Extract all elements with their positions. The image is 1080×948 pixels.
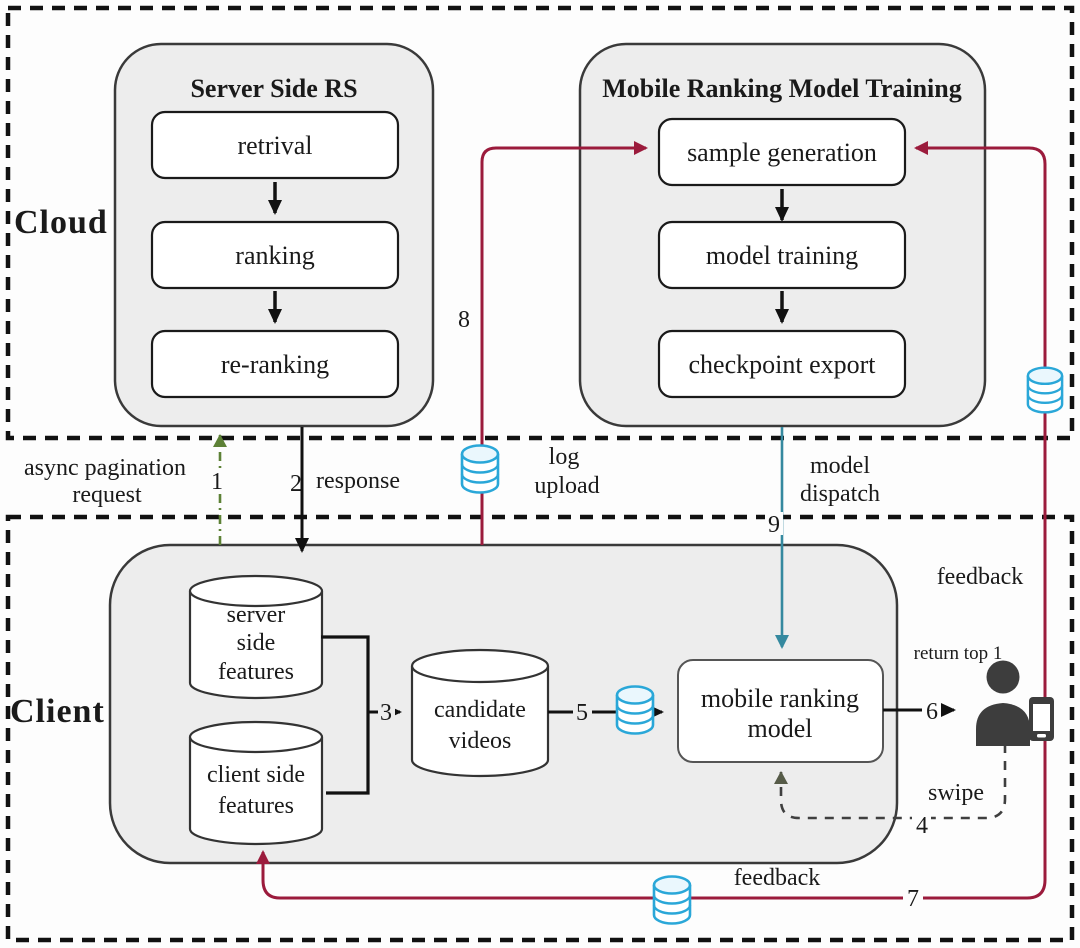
user-icon (976, 660, 1030, 746)
feedback-right-label: feedback (937, 564, 1024, 590)
client-side-features-cylinder: client side features (188, 720, 324, 846)
step-sample-generation-label: sample generation (687, 138, 877, 167)
edge-1-label-line2: request (72, 482, 142, 508)
edge-4-line (774, 744, 1007, 820)
edge-2-number: 2 (290, 471, 302, 497)
swipe-label: swipe (928, 780, 984, 806)
server-side-features-cylinder: server side features (188, 574, 324, 700)
edge-1-number: 1 (211, 469, 223, 495)
database-icon-log-upload (460, 444, 500, 494)
candidate-videos-line2: videos (449, 728, 512, 754)
phone-icon (1029, 697, 1054, 741)
edge-3-number: 3 (380, 700, 392, 726)
edge-5-number: 5 (576, 700, 588, 726)
server-side-features-line3: features (218, 659, 294, 685)
edge-2-label: response (316, 468, 400, 494)
mobile-ranking-model-line2: model (748, 714, 813, 743)
database-icon-feedback-bottom (652, 875, 692, 925)
step-ranking-label: ranking (235, 241, 314, 270)
server-side-features-line1: server (227, 602, 286, 628)
database-icon-feedback-right (1026, 366, 1064, 414)
step-retrival-label: retrival (237, 131, 312, 160)
server-side-features-line2: side (237, 630, 276, 656)
log-upload-label-line1: log (549, 444, 580, 470)
client-side-features-line1: client side (207, 762, 305, 788)
mobile-training-title: Mobile Ranking Model Training (602, 74, 961, 103)
database-icon-model-store (615, 685, 655, 735)
model-dispatch-label-line2: dispatch (800, 481, 880, 507)
edge-7-number: 7 (907, 886, 919, 912)
server-side-rs-box: Server Side RS retrival ranking re-ranki… (113, 42, 435, 428)
model-dispatch-label-line1: model (810, 453, 870, 479)
candidate-videos-line1: candidate (434, 697, 526, 723)
log-upload-label-line2: upload (534, 473, 599, 499)
mobile-ranking-model-training-box: Mobile Ranking Model Training sample gen… (578, 42, 987, 428)
step-model-training-label: model training (706, 241, 858, 270)
candidate-videos-cylinder: candidate videos (410, 648, 550, 778)
mobile-ranking-model-line1: mobile ranking (701, 684, 859, 713)
cloud-region-label: Cloud (14, 204, 108, 241)
feedback-loop-line (256, 141, 1047, 900)
mobile-ranking-model-box: mobile ranking model (677, 659, 884, 763)
step-checkpoint-export-label: checkpoint export (689, 350, 877, 379)
edge-6-number: 6 (926, 699, 938, 725)
edge-9-number: 9 (768, 512, 780, 538)
client-region-label: Client (10, 693, 105, 730)
feedback-bottom-label: feedback (734, 865, 821, 891)
edge-8-number: 8 (458, 307, 470, 333)
server-side-rs-title: Server Side RS (190, 74, 357, 103)
step-reranking-label: re-ranking (221, 350, 329, 379)
edge-4-number: 4 (916, 813, 928, 839)
edge-1-label-line1: async pagination (24, 455, 186, 481)
return-top-1-label: return top 1 (914, 643, 1003, 664)
client-side-features-line2: features (218, 793, 294, 819)
